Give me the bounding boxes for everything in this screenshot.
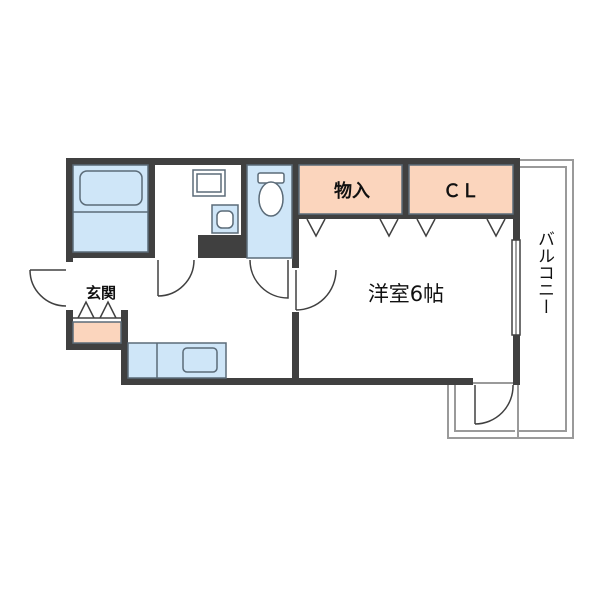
wall-toilet-left: [241, 158, 247, 258]
balcony-window-swing: [474, 384, 514, 425]
toilet-door-swing: [249, 259, 289, 299]
wall-entrance-step: [121, 310, 128, 350]
front-door-swing: [29, 269, 67, 307]
wall-storage-bottom: [299, 214, 513, 219]
toilet-bowl: [258, 181, 284, 217]
balcony-lower-outline: [447, 382, 519, 439]
wall-storage-divider: [402, 158, 409, 216]
bathtub: [79, 170, 143, 206]
wall-left-upper: [66, 158, 73, 262]
doors: [29, 239, 521, 425]
bathroom: [72, 164, 149, 253]
wall-kitchen-left: [121, 343, 128, 385]
wall-right-upper: [513, 158, 520, 240]
washroom: [192, 169, 239, 234]
washing-machine-inner: [196, 173, 222, 193]
balcony-lower-inner: [454, 385, 515, 432]
wall-bath-bottom: [66, 252, 155, 258]
wall-right-lower: [513, 335, 520, 385]
washroom-door-swing: [157, 259, 195, 297]
kitchen-sink: [182, 347, 218, 373]
closet-label: ＣＬ: [443, 181, 479, 202]
room-door-swing: [295, 269, 337, 311]
wall-washroom-bottom: [198, 235, 248, 258]
storage-folding-doors: [306, 218, 399, 238]
wall-toilet-right: [292, 158, 299, 268]
storage-area: [298, 164, 514, 238]
closet-folding-doors: [416, 218, 506, 238]
kitchen: [127, 342, 227, 379]
shoe-cabinet: [72, 321, 122, 344]
entrance: [72, 258, 128, 344]
wall-entrance-bottom: [66, 343, 128, 350]
walls: [66, 158, 520, 385]
western-room-label: 洋室6帖: [368, 282, 444, 306]
toilet-room: [246, 164, 293, 259]
entrance-label: 玄関: [86, 284, 116, 302]
closet-box: [408, 164, 514, 215]
storage-label: 物入: [334, 180, 370, 202]
wall-left-lower: [66, 310, 73, 350]
balcony-outline: [514, 159, 574, 439]
wall-room-left-lower: [292, 312, 299, 385]
entrance-folding-doors: [77, 300, 117, 319]
vanity-basin: [216, 210, 234, 229]
entrance-floor: [73, 258, 128, 310]
storage-box: [298, 164, 403, 215]
wall-bath-right: [148, 158, 155, 258]
balcony-label: バルコニー: [534, 230, 554, 315]
balcony: [447, 159, 574, 439]
